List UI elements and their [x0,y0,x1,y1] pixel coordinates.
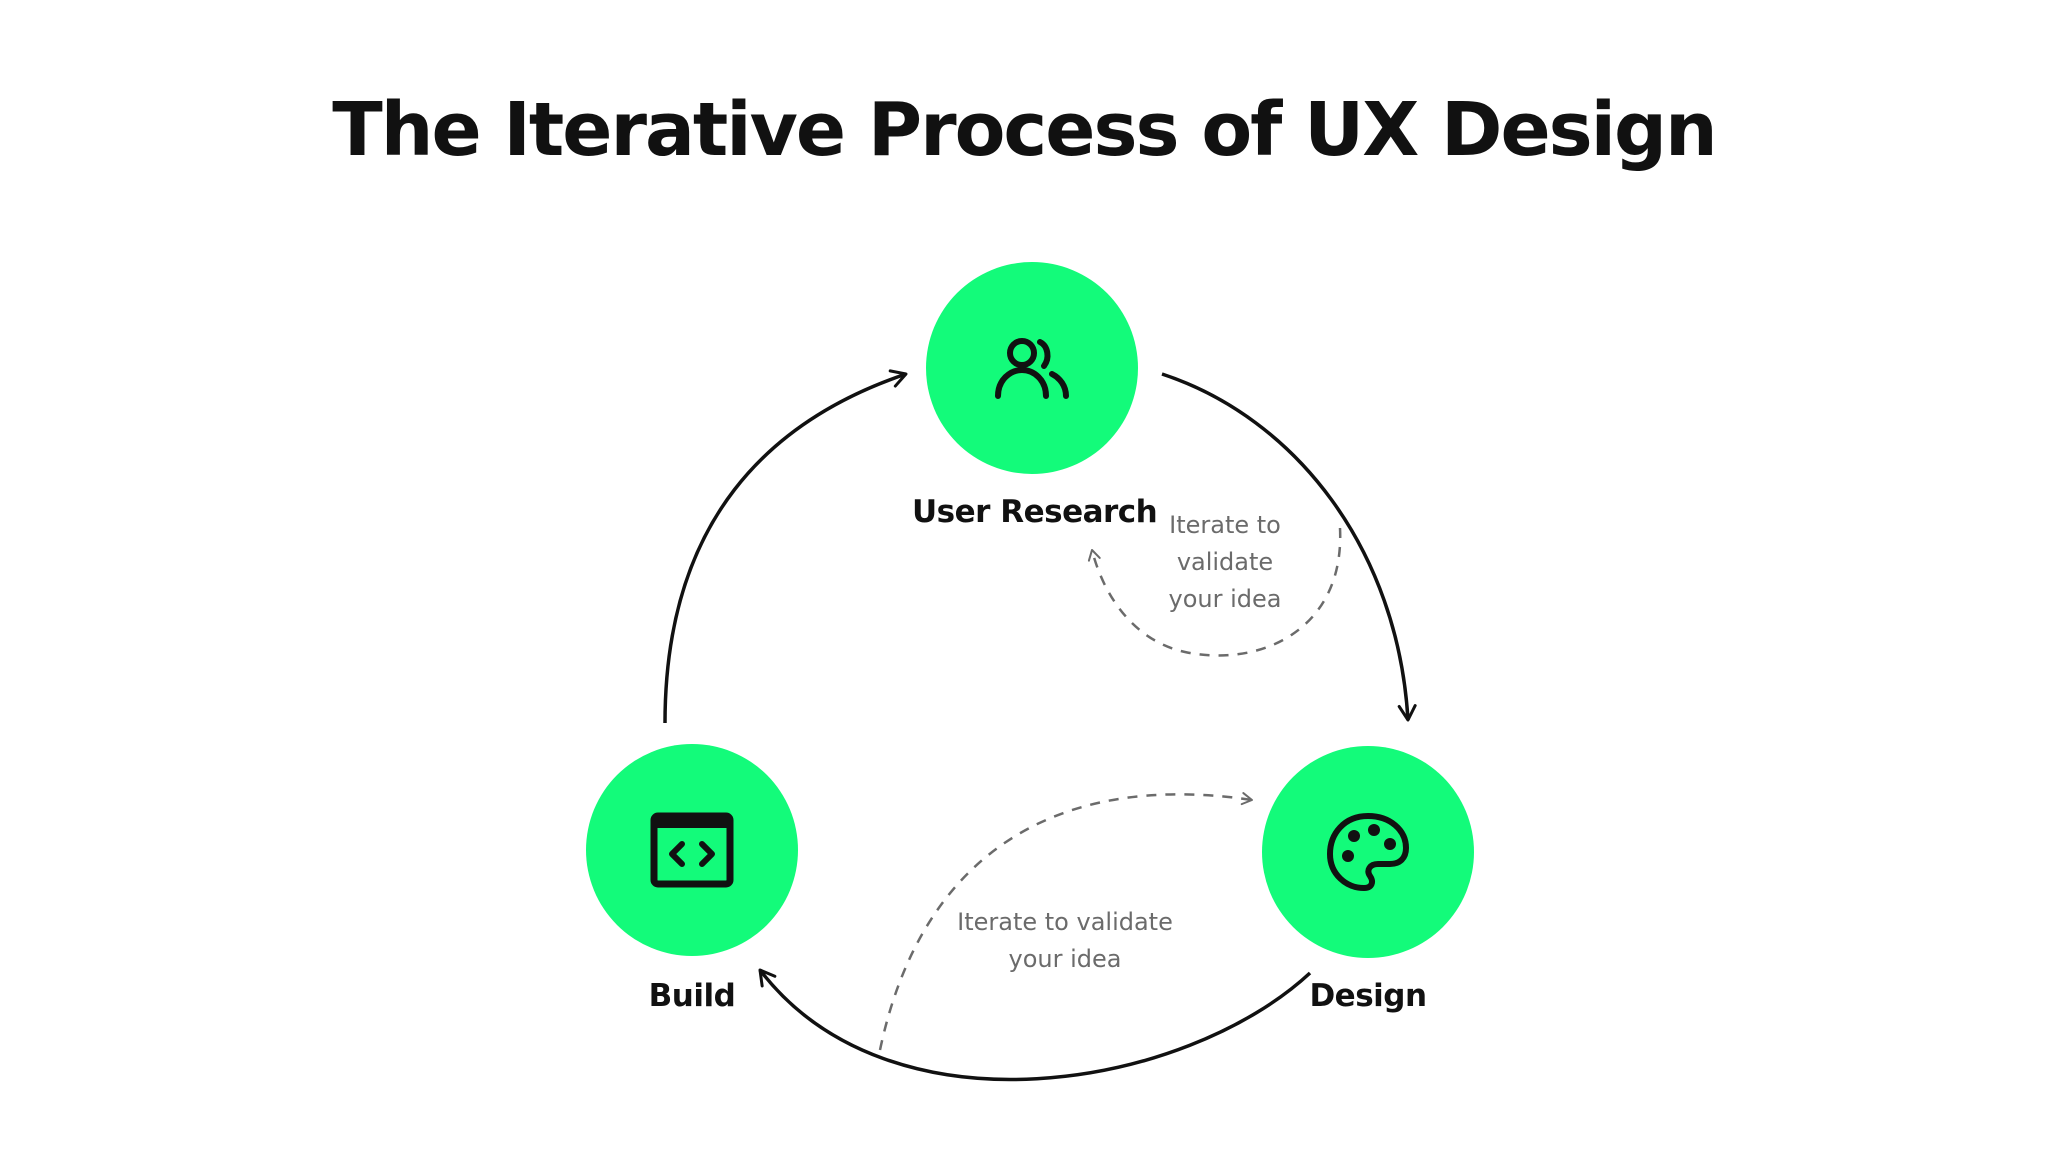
users-icon [995,338,1069,399]
node-label-user-research: User Research [912,494,1158,530]
arrow-build-to-research [663,369,908,724]
node-build [586,744,798,956]
dashed-arrow-build-to-design [878,792,1253,1051]
page-title: The Iterative Process of UX Design [332,87,1717,173]
node-design [1262,746,1474,958]
dashed-arrow-research-loop [1087,527,1342,657]
palette-icon [1327,813,1409,891]
note-research-loop: Iterate to validate your idea [1168,511,1282,613]
note-build-to-design: Iterate to validate your idea [957,908,1173,973]
arrow-research-to-design [1161,372,1417,722]
node-label-design: Design [1309,978,1427,1014]
code-window-icon [650,812,734,888]
arrow-design-to-build [758,968,1312,1082]
node-user-research [926,262,1138,474]
node-label-build: Build [648,978,736,1014]
